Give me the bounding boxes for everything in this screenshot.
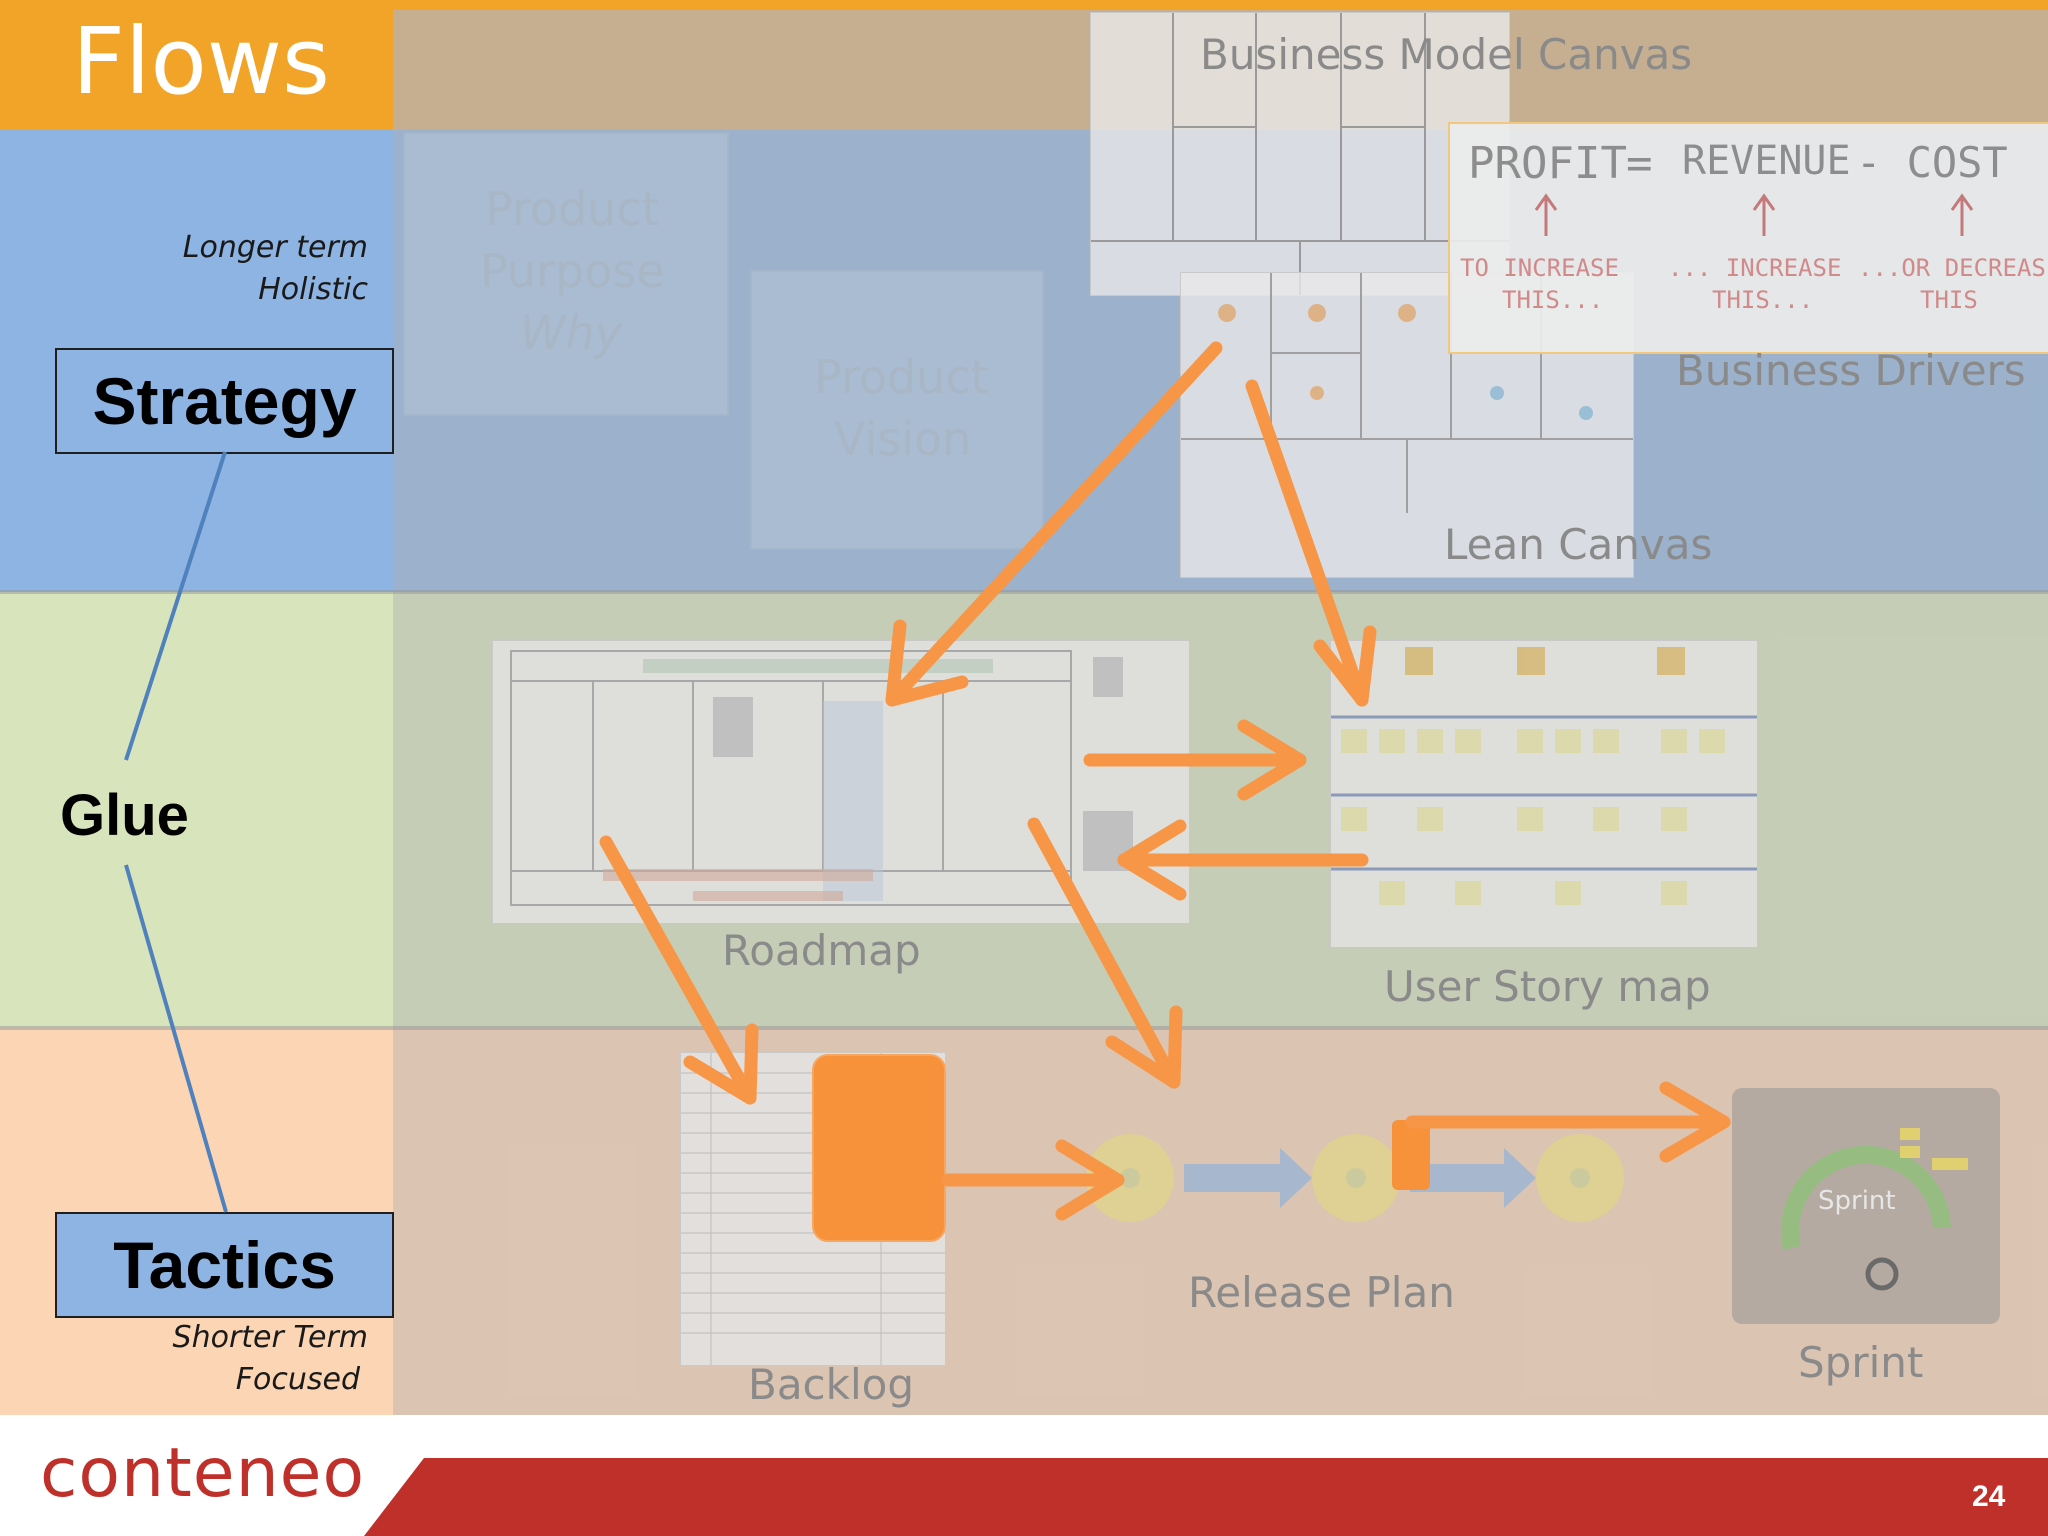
- whiteboard-equals: =: [1626, 138, 1653, 189]
- strategy-box: Strategy: [55, 348, 394, 454]
- user-story-map-label: User Story map: [1384, 962, 1711, 1011]
- user-story-map-image: [1330, 640, 1758, 948]
- whiteboard-note3-line1: ...OR DECREASE: [1858, 254, 2048, 282]
- footer-red-bar: [364, 1458, 2048, 1536]
- whiteboard-revenue: REVENUE: [1682, 138, 1851, 184]
- lean-canvas-label: Lean Canvas: [1444, 520, 1713, 569]
- whiteboard-note1-line2: THIS...: [1502, 286, 1604, 314]
- product-vision-card: [750, 270, 1044, 550]
- page-number: 24: [1972, 1480, 2006, 1513]
- strategy-note-line1: Longer term: [182, 230, 368, 265]
- release-highlight-block: [1392, 1120, 1430, 1190]
- arrow-backlog-to-release: [941, 1139, 1125, 1221]
- product-purpose-line2: Purpose: [480, 244, 665, 298]
- glue-label: Glue: [60, 783, 189, 848]
- business-model-canvas-image: [1090, 12, 1510, 296]
- business-drivers-whiteboard: PROFIT = REVENUE - COST TO INCREASE THIS…: [1448, 122, 2048, 354]
- product-purpose-line3: Why: [520, 306, 622, 360]
- roadmap-image: [492, 640, 1190, 924]
- release-arrow-2: [1410, 1148, 1536, 1208]
- business-drivers-label: Business Drivers: [1676, 346, 2026, 395]
- sprint-graphic-label: Sprint: [1818, 1186, 1896, 1216]
- top-accent-bar: [393, 0, 2048, 10]
- tactics-note-line1: Shorter Term: [172, 1320, 368, 1355]
- connector-lines: [124, 451, 228, 1213]
- release-plan-graphic: [1086, 1134, 1624, 1222]
- whiteboard-note1-line1: TO INCREASE: [1460, 254, 1619, 282]
- backlog-highlight-block: [812, 1054, 946, 1242]
- business-model-canvas-label: Business Model Canvas: [1200, 30, 1693, 79]
- whiteboard-note2-line2: THIS...: [1712, 286, 1814, 314]
- release-plan-label: Release Plan: [1188, 1268, 1455, 1317]
- product-purpose-line1: Product: [485, 182, 660, 236]
- arrow-release-to-sprint: [1405, 1081, 1731, 1163]
- strategy-glue-connector: [124, 451, 227, 761]
- sprint-image: Sprint: [1732, 1088, 2000, 1324]
- whiteboard-note3-line2: THIS: [1920, 286, 1978, 314]
- roadmap-label: Roadmap: [722, 926, 921, 975]
- arrow-storymap-to-roadmap: [1117, 819, 1369, 901]
- arrow-roadmap-to-release: [1027, 817, 1183, 1089]
- backlog-label: Backlog: [748, 1360, 914, 1409]
- arrow-roadmap-to-storymap: [1083, 719, 1307, 801]
- product-purpose-card: [403, 132, 729, 416]
- whiteboard-cost: - COST: [1856, 138, 2008, 187]
- arrow-roadmap-to-backlog: [599, 835, 759, 1105]
- whiteboard-note2-line1: ... INCREASE: [1668, 254, 1842, 282]
- conteneo-logo: conteneo: [40, 1434, 366, 1513]
- tactics-box: Tactics: [55, 1212, 394, 1318]
- arrow-canvas-to-roadmap: [885, 341, 1223, 707]
- tactics-note-line2: Focused: [235, 1362, 360, 1397]
- slide-title: Flows: [72, 8, 330, 115]
- whiteboard-arrows: [1534, 193, 1974, 236]
- product-vision-line2: Vision: [834, 412, 972, 466]
- strategy-note-line2: Holistic: [258, 272, 368, 307]
- band-divider-1: [0, 590, 2048, 594]
- sprint-label: Sprint: [1798, 1338, 1924, 1387]
- title-block: [0, 0, 393, 130]
- arrow-canvas-to-storymap: [1245, 379, 1377, 707]
- product-vision-line1: Product: [814, 350, 989, 404]
- glue-tactics-connector: [124, 864, 228, 1213]
- release-arrow-1: [1184, 1148, 1312, 1208]
- band-divider-2: [0, 1026, 2048, 1030]
- whiteboard-profit: PROFIT: [1468, 138, 1627, 189]
